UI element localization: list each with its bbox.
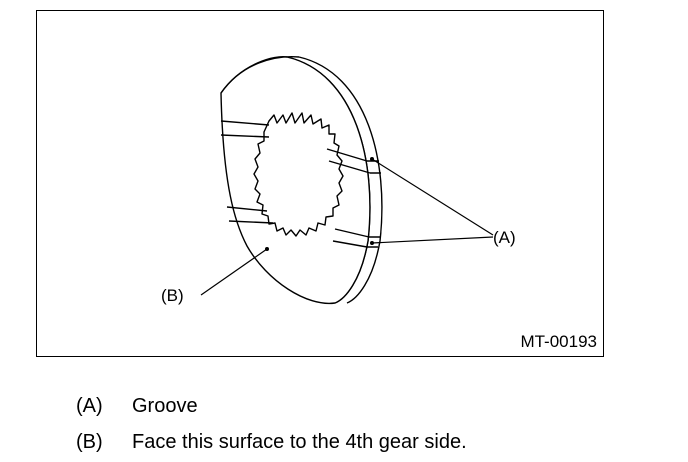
legend-text: Face this surface to the 4th gear side. — [132, 430, 467, 453]
leader-a-lower — [371, 236, 494, 244]
groove-upper-right — [326, 148, 371, 174]
legend-text: Groove — [132, 394, 198, 417]
legend-item-a: (A) Groove — [76, 388, 467, 424]
groove-lower-right — [332, 228, 370, 248]
leader-b — [200, 248, 268, 296]
hub-splined-bore — [253, 112, 344, 237]
figure-frame: (A) (B) MT-00193 — [36, 10, 604, 357]
groove-upper-left — [220, 120, 270, 138]
synchronizer-hub-drawing — [200, 56, 494, 305]
figure-code: MT-00193 — [520, 332, 597, 351]
legend-item-b: (B) Face this surface to the 4th gear si… — [76, 424, 467, 460]
callout-b-label: (B) — [161, 286, 184, 305]
legend-key: (B) — [76, 430, 103, 453]
leader-a-upper — [371, 158, 494, 236]
groove-lower-left — [226, 206, 274, 224]
callout-a-label: (A) — [493, 228, 516, 247]
legend: (A) Groove (B) Face this surface to the … — [76, 388, 467, 460]
legend-key: (A) — [76, 394, 103, 417]
hub-back-edge — [298, 56, 383, 304]
